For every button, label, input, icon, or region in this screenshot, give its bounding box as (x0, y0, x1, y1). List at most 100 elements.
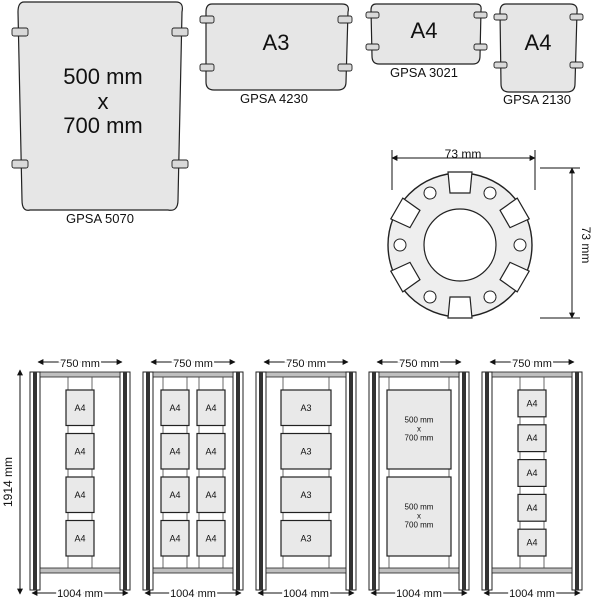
top-width-label: 750 mm (512, 358, 552, 370)
stand-pole-groove (259, 372, 263, 590)
poster-frame (517, 459, 547, 488)
top-width-label: 750 mm (399, 358, 439, 370)
poster-label: 500 mm (405, 503, 434, 512)
stand-pole-groove (123, 372, 127, 590)
poster-label: A4 (526, 433, 537, 443)
poster-label: A4 (205, 403, 216, 413)
top-width-label: 750 mm (286, 358, 326, 370)
product-gpsa-5070: 500 mm x 700 mm GPSA 5070 (11, 1, 189, 226)
top-rail (378, 371, 460, 378)
stand-pole-groove (372, 372, 376, 590)
poster-label: A4 (205, 533, 216, 543)
stand-pole-groove (236, 372, 240, 590)
poster-label: x (417, 425, 421, 434)
poster-label: 700 mm (405, 521, 434, 530)
product-code: GPSA 5070 (66, 211, 134, 226)
product-size: A3 (263, 30, 290, 55)
poster-label: x (417, 512, 421, 521)
bottom-rail (152, 567, 234, 574)
poster-frame (517, 389, 547, 418)
poster-label: A4 (74, 403, 85, 413)
poster-frame (280, 476, 332, 514)
poster-frame (196, 432, 226, 470)
poster-label: 700 mm (405, 434, 434, 443)
poster-frame (280, 519, 332, 557)
poster-frame (65, 476, 95, 514)
poster-label: A3 (300, 446, 311, 456)
profile-width-label: 73 mm (445, 147, 482, 161)
stand-pole-groove (575, 372, 579, 590)
stand-pole-groove (146, 372, 150, 590)
stand-height-label: 1914 mm (1, 457, 15, 507)
poster-frame (160, 476, 190, 514)
poster-frame (517, 528, 547, 557)
poster-label: A3 (300, 490, 311, 500)
product-size-line3: 700 mm (63, 113, 142, 138)
poster-label: A3 (300, 403, 311, 413)
top-width-label: 750 mm (173, 358, 213, 370)
poster-label: A4 (74, 446, 85, 456)
top-rail (265, 371, 347, 378)
poster-label: A4 (74, 490, 85, 500)
profile-shape (387, 171, 533, 319)
product-gpsa-3021: A4 GPSA 3021 (365, 3, 488, 80)
poster-frame (65, 389, 95, 427)
poster-frame (160, 389, 190, 427)
bottom-width-label: 1004 mm (170, 588, 216, 600)
poster-label: A4 (74, 533, 85, 543)
product-gpsa-4230: A3 GPSA 4230 (199, 3, 353, 106)
poster-frame (160, 519, 190, 557)
top-rail (39, 371, 121, 378)
product-gpsa-2130: A4 GPSA 2130 (493, 3, 584, 107)
product-code: GPSA 2130 (503, 92, 571, 107)
bottom-rail (491, 567, 573, 574)
poster-label: A4 (169, 533, 180, 543)
poster-label: A4 (526, 468, 537, 478)
poster-frame (160, 432, 190, 470)
bottom-width-label: 1004 mm (57, 588, 103, 600)
poster-label: A4 (205, 490, 216, 500)
poster-label: A4 (169, 403, 180, 413)
stand-pole-groove (349, 372, 353, 590)
height-dimension: 1914 mm (1, 369, 23, 595)
profile-cross-section: 73 mm 73 mm (387, 147, 593, 319)
bottom-rail (265, 567, 347, 574)
poster-frame (280, 389, 332, 427)
poster-frame (65, 519, 95, 557)
stand-pole-groove (462, 372, 466, 590)
poster-frame (196, 519, 226, 557)
product-size-line1: 500 mm (63, 64, 142, 89)
product-size-line2: x (98, 89, 109, 114)
poster-frame (196, 476, 226, 514)
bottom-width-label: 1004 mm (283, 588, 329, 600)
poster-frame (196, 389, 226, 427)
poster-label: A3 (300, 533, 311, 543)
product-code: GPSA 4230 (240, 91, 308, 106)
poster-label: A4 (169, 490, 180, 500)
poster-frame (517, 493, 547, 522)
poster-frame (386, 389, 452, 470)
poster-label: A4 (169, 446, 180, 456)
product-code: GPSA 3021 (390, 65, 458, 80)
poster-label: A4 (205, 446, 216, 456)
bottom-rail (378, 567, 460, 574)
product-size: A4 (411, 18, 438, 43)
poster-label: A4 (526, 538, 537, 548)
product-size: A4 (525, 30, 552, 55)
top-rail (152, 371, 234, 378)
stand-pole-groove (485, 372, 489, 590)
bottom-width-label: 1004 mm (396, 588, 442, 600)
poster-label: 500 mm (405, 416, 434, 425)
profile-height-label: 73 mm (579, 227, 593, 264)
poster-frame (65, 432, 95, 470)
poster-label: A4 (526, 398, 537, 408)
bottom-width-label: 1004 mm (509, 588, 555, 600)
poster-label: A4 (526, 503, 537, 513)
poster-frame (386, 476, 452, 557)
poster-frame (280, 432, 332, 470)
